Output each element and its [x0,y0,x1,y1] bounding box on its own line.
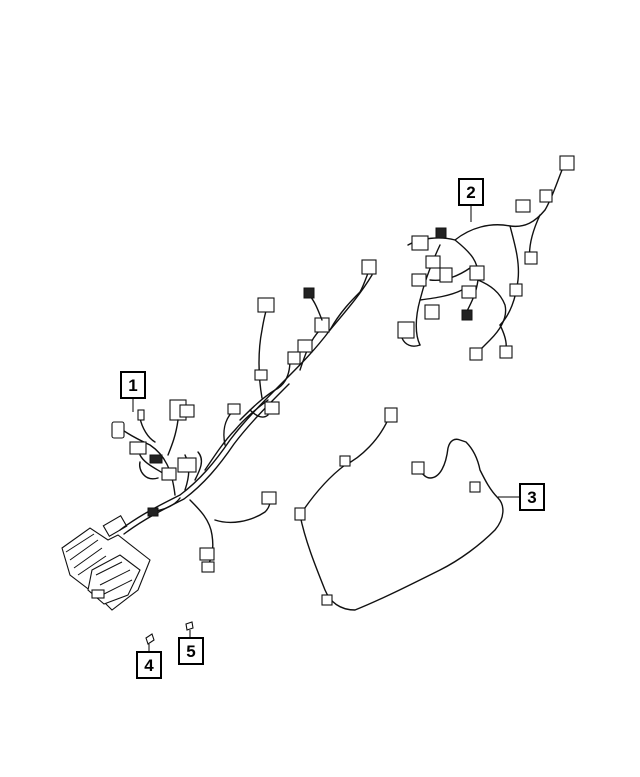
callout-3: 3 [498,483,545,511]
grommet-plate [61,515,151,611]
harness-part-1[interactable] [61,259,377,611]
callout-2: 2 [458,178,484,222]
callout-5-label: 5 [186,642,195,661]
callout-4: 4 [136,644,162,679]
harness-part-3[interactable] [294,407,504,611]
callout-3-label: 3 [527,488,536,507]
callout-5: 5 [178,630,204,665]
callout-1-label: 1 [128,376,137,395]
callout-1: 1 [120,371,146,412]
clip-part-5[interactable] [185,621,194,631]
callout-2-label: 2 [466,183,475,202]
harness-part-2[interactable] [397,155,575,361]
clip-part-4[interactable] [145,633,155,645]
connector [111,421,125,439]
callout-4-label: 4 [144,656,154,675]
